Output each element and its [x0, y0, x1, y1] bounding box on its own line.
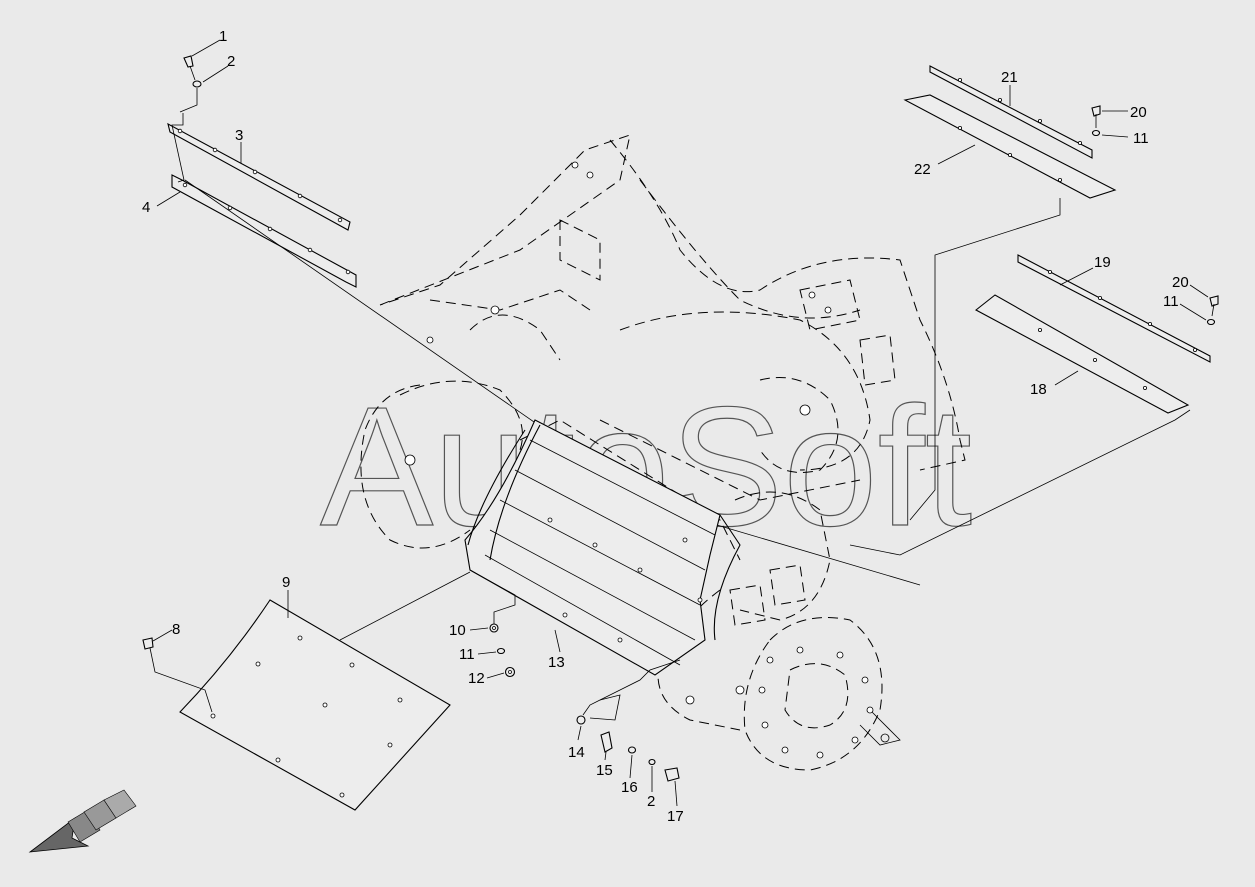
callout-16: 16	[621, 779, 638, 796]
panel-18	[975, 294, 1190, 414]
frame-holes	[404, 161, 874, 759]
callout-22: 22	[914, 161, 931, 178]
clip-icon	[600, 731, 613, 753]
washer-icon	[648, 758, 656, 766]
bolt-icon	[1091, 105, 1101, 128]
washer-icon	[192, 80, 202, 88]
callout-11c: 11	[459, 646, 475, 663]
callout-11: 11	[1133, 130, 1149, 147]
callout-21: 21	[1001, 69, 1018, 86]
bolt-icon	[183, 55, 196, 81]
washer-icon	[627, 746, 637, 754]
callout-13: 13	[548, 654, 565, 671]
callout-4: 4	[142, 199, 150, 216]
washer-icon	[496, 647, 506, 655]
leader-14-17	[582, 659, 681, 716]
callout-17: 17	[667, 808, 684, 825]
callout-10: 10	[449, 622, 466, 639]
leader-21	[934, 198, 1061, 285]
callout-leaders	[152, 39, 1209, 807]
strip-3	[167, 122, 351, 231]
callout-15: 15	[596, 762, 613, 779]
callout-20: 20	[1130, 104, 1147, 121]
callout-8: 8	[172, 621, 180, 638]
callout-9: 9	[282, 574, 290, 591]
bolt-icon	[142, 637, 154, 650]
callout-2: 2	[227, 53, 235, 70]
nut-icon	[489, 623, 499, 633]
guard-13	[464, 419, 741, 676]
leader-22	[909, 285, 936, 521]
leader-9	[339, 571, 471, 641]
callout-14: 14	[568, 744, 585, 761]
leader-1-2	[179, 88, 198, 113]
strip-4	[171, 174, 357, 288]
callout-12: 12	[468, 670, 485, 687]
callout-2b: 2	[647, 793, 655, 810]
plate-9	[179, 599, 451, 811]
callout-19: 19	[1094, 254, 1111, 271]
nut-icon	[504, 666, 516, 678]
washer-icon	[1091, 129, 1101, 137]
callout-20b: 20	[1172, 274, 1189, 291]
leader-8	[149, 647, 213, 713]
callouts: 1 2 3 4 21 20 11 22 19 20 11 18 9 8 10 1…	[142, 28, 1189, 825]
callout-1: 1	[219, 28, 227, 45]
callout-11b: 11	[1163, 293, 1179, 310]
bolt-icon	[664, 767, 680, 782]
strip-21	[929, 65, 1093, 159]
direction-arrow-icon	[28, 789, 137, 853]
washer-icon	[1206, 318, 1216, 326]
bracket-15	[589, 694, 621, 721]
nut-icon	[576, 715, 586, 725]
leader-10-12	[469, 569, 516, 624]
panel-22	[903, 94, 1117, 199]
callout-18: 18	[1030, 381, 1047, 398]
callout-3: 3	[235, 127, 243, 144]
leader-18	[849, 409, 1191, 556]
bolt-icon	[1209, 295, 1219, 317]
leader-frame	[171, 113, 185, 183]
